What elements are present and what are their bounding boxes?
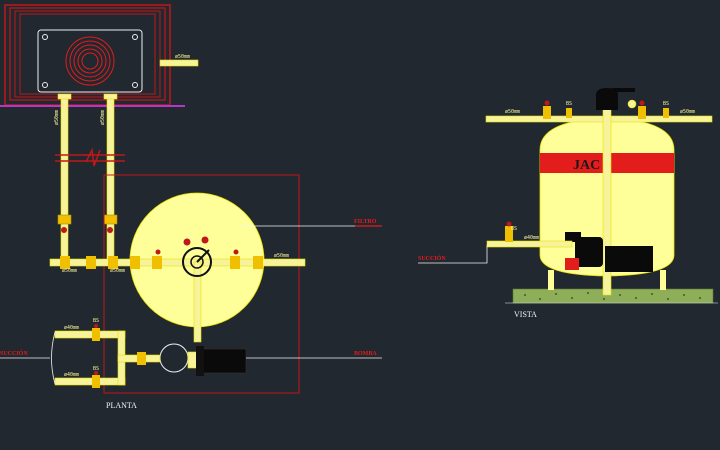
concrete-base: [512, 288, 714, 304]
pump-motor: [575, 237, 603, 267]
pipe-size-label: ø50mm: [680, 109, 695, 115]
pipe-size-label: ø50mm: [62, 268, 77, 274]
pump-plan: [159, 343, 247, 376]
succion-left-label: SUCCIÓN: [0, 349, 28, 357]
pipe-size-label: ø40mm: [524, 235, 539, 241]
plan-frame: [103, 174, 300, 394]
elevation-view: JAC ø50mm ø50mm BS BS BS ø4: [485, 88, 718, 304]
suction-pipe: [486, 240, 573, 248]
pipe-size-label: ø50mm: [175, 54, 190, 60]
pipe-size-label: ø50mm: [505, 109, 520, 115]
vertical-pipes: [57, 93, 118, 262]
pipe-size-label: ø50mm: [100, 110, 106, 125]
valve-tag: BS: [93, 318, 99, 324]
pipe-size-label: ø50mm: [274, 253, 289, 259]
break-symbol: [55, 147, 125, 167]
filtro-label: FILTRO: [354, 219, 377, 225]
pipe-size-label: ø40mm: [64, 325, 79, 331]
bomba-label: BOMBA: [354, 351, 377, 357]
base-texture: [524, 292, 701, 300]
brand-label: JAC: [573, 158, 600, 173]
valve-tag: BS: [93, 366, 99, 372]
manifold-valves: [60, 249, 263, 269]
valve-tag: BS: [663, 101, 669, 107]
fan-icon: [65, 36, 115, 86]
valve-icon: [57, 214, 118, 233]
pipe-size-label: ø50mm: [54, 110, 60, 125]
top-pipe: [485, 115, 713, 123]
valve-tag: BS: [511, 226, 517, 232]
planta-title: PLANTA: [106, 401, 137, 410]
pump-label-plate: [565, 258, 579, 270]
top-valves: [543, 100, 669, 119]
vista-title: VISTA: [514, 310, 537, 319]
pipe-size-label: ø50mm: [110, 268, 125, 274]
heater-unit: ø50mm: [0, 4, 199, 107]
multiport-valve-icon: [182, 236, 212, 277]
succion-right-label: SUCCIÓN: [418, 254, 446, 262]
valve-tag: BS: [566, 101, 572, 107]
pipe-size-label: ø40mm: [64, 372, 79, 378]
suction-valves: [92, 324, 146, 388]
multiport-valve-icon: [596, 88, 618, 110]
